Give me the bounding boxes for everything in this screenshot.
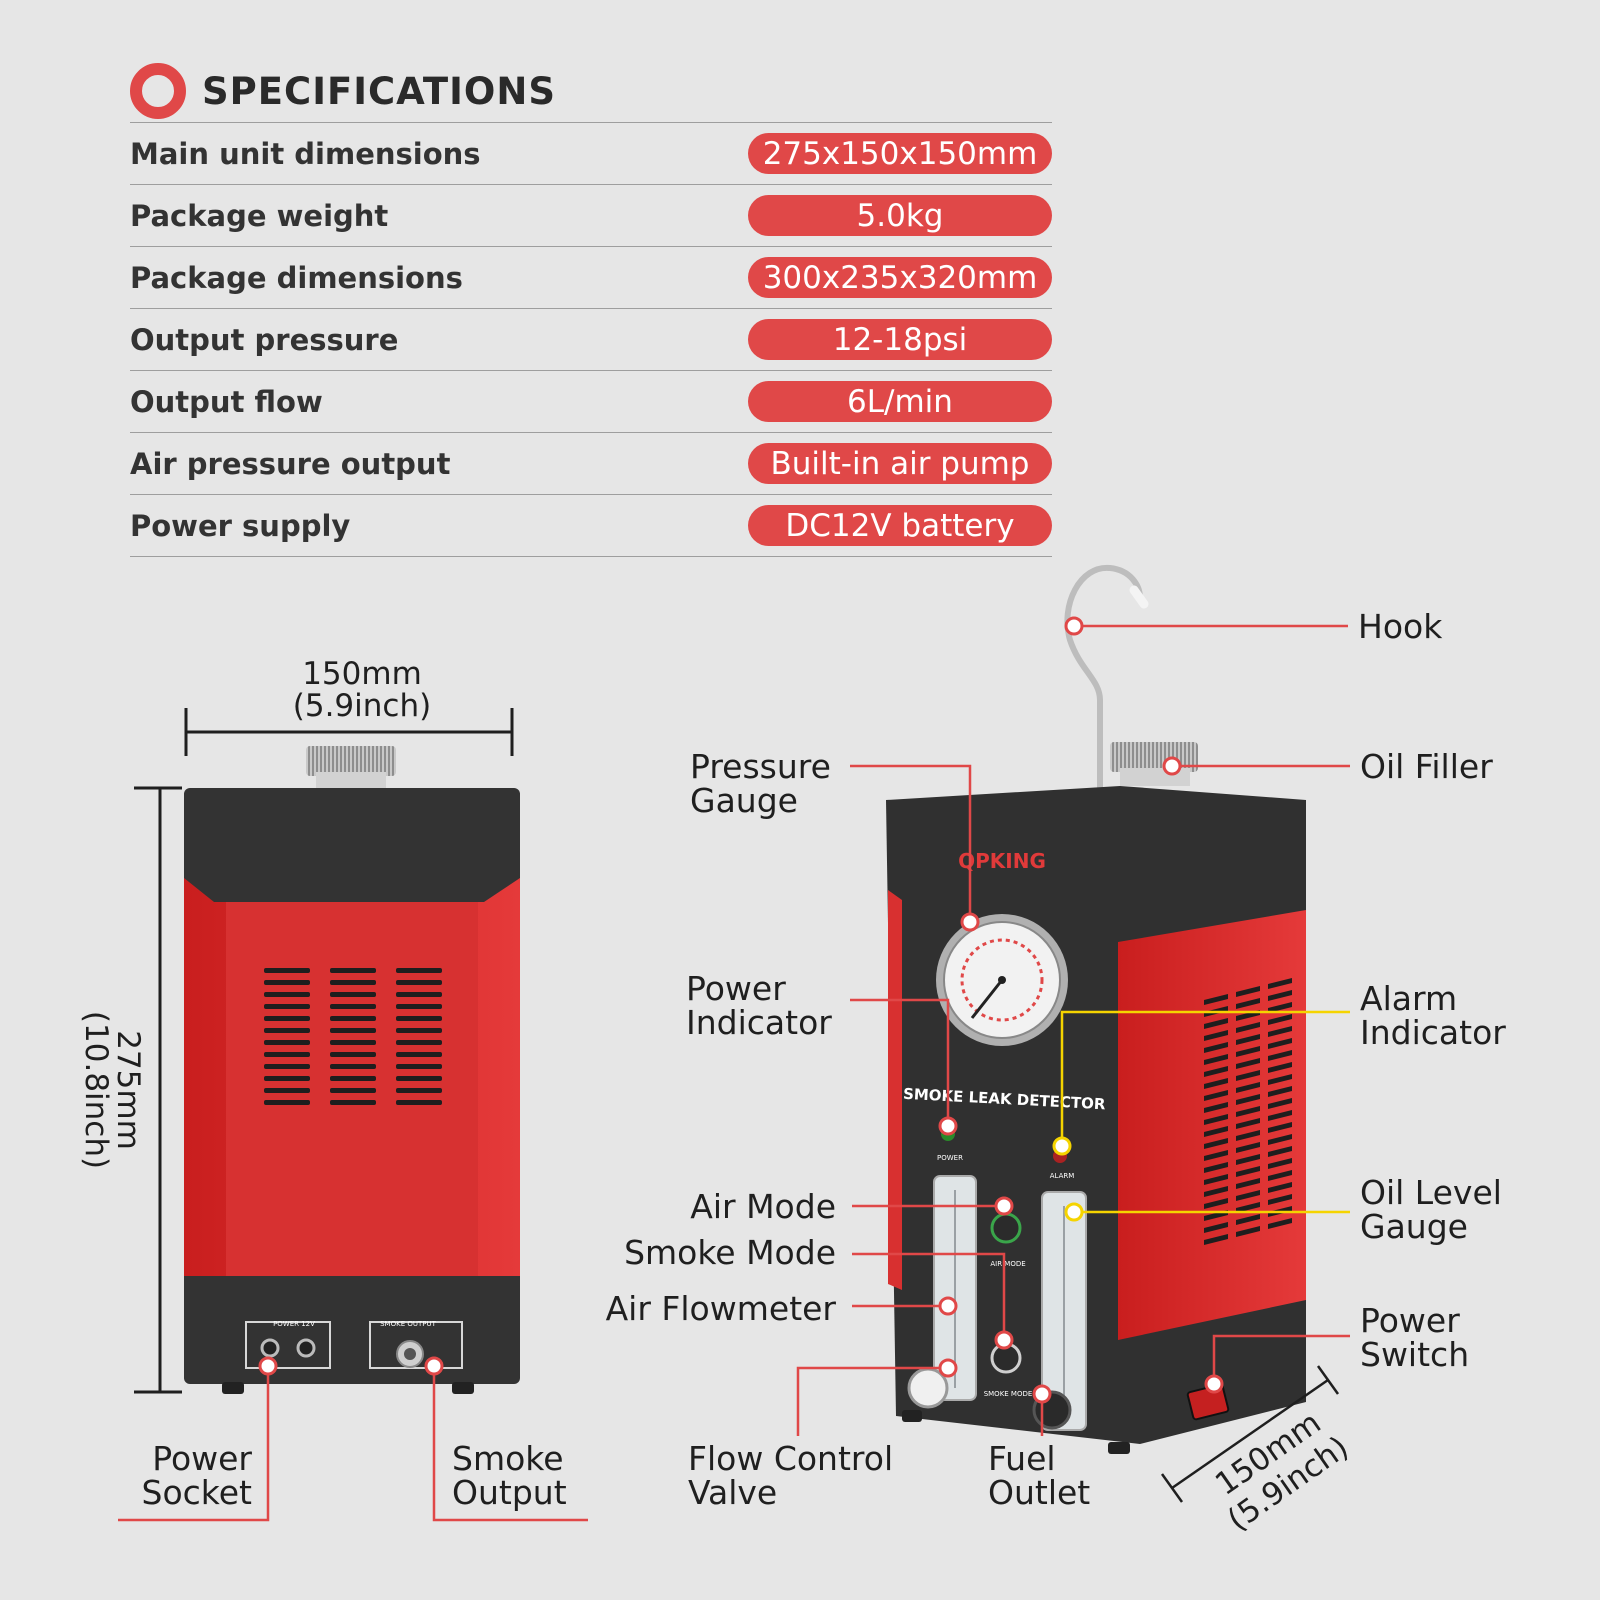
- spec-value: 12-18psi: [748, 319, 1052, 360]
- callout-power-socket: Power Socket: [118, 1356, 278, 1522]
- power-socket: [260, 1338, 280, 1358]
- spec-value: DC12V battery: [748, 505, 1052, 546]
- power-indicator-label-1: Power: [686, 969, 786, 1008]
- power-port-label: POWER 12V: [273, 1320, 315, 1328]
- spec-value: 275x150x150mm: [748, 133, 1052, 174]
- callout-oil-level-gauge: Oil Level Gauge: [1064, 1173, 1502, 1246]
- width-in-label: (5.9inch): [293, 688, 431, 724]
- callout-air-mode: Air Mode: [690, 1187, 1014, 1226]
- spec-value: Built-in air pump: [748, 443, 1052, 484]
- power-indicator-label-2: Indicator: [686, 1003, 832, 1042]
- side-red-panel: [1118, 910, 1306, 1340]
- callout-smoke-mode: Smoke Mode: [624, 1233, 1014, 1350]
- filler-cap: [306, 746, 396, 776]
- spec-label: Output flow: [130, 384, 323, 419]
- smoke-port-label: SMOKE OUTPUT: [380, 1320, 436, 1328]
- oil-level-label-2: Gauge: [1360, 1207, 1468, 1246]
- height-mm-label: 275mm: [110, 1030, 146, 1150]
- brand-logo: QPKING: [958, 849, 1046, 873]
- flow-control-label-2: Valve: [688, 1473, 777, 1512]
- hook: [1064, 564, 1143, 790]
- back-vents: [264, 968, 442, 1105]
- width-dimension: 150mm (5.9inch): [184, 656, 514, 756]
- alarm-led-label: ALARM: [1050, 1172, 1075, 1180]
- specifications-title: SPECIFICATIONS: [202, 69, 556, 113]
- height-in-label: (10.8inch): [78, 1011, 114, 1169]
- smoke-output-label-2: Output: [452, 1473, 567, 1512]
- air-flowmeter-label: Air Flowmeter: [606, 1289, 837, 1328]
- specifications-table: Main unit dimensions 275x150x150mm Packa…: [130, 122, 1052, 557]
- fuel-outlet-label-1: Fuel: [988, 1439, 1056, 1478]
- power-switch[interactable]: [1186, 1383, 1230, 1421]
- power-switch-label-1: Power: [1360, 1301, 1460, 1340]
- back-view: 150mm (5.9inch) 275mm (10.8inch): [78, 656, 588, 1522]
- pressure-gauge-label-1: Pressure: [690, 747, 831, 786]
- oil-filler-label: Oil Filler: [1360, 747, 1493, 786]
- spec-value: 5.0kg: [748, 195, 1052, 236]
- spec-row: Power supply DC12V battery: [130, 495, 1052, 557]
- callout-air-flowmeter: Air Flowmeter: [606, 1289, 958, 1328]
- spec-row: Output flow 6L/min: [130, 371, 1052, 433]
- specifications-panel: SPECIFICATIONS Main unit dimensions 275x…: [130, 60, 1052, 557]
- callout-pressure-gauge: Pressure Gauge: [690, 747, 980, 932]
- callout-alarm-indicator: Alarm Indicator: [1052, 979, 1506, 1156]
- width-mm-label: 150mm: [302, 656, 422, 692]
- pressure-gauge-label-2: Gauge: [690, 781, 798, 820]
- spec-label: Package dimensions: [130, 260, 463, 295]
- front-view: QPKING SMOKE LEAK DETECTOR POWER ALARM A…: [606, 564, 1506, 1538]
- power-socket-label-1: Power: [152, 1439, 252, 1478]
- pressure-gauge: [936, 914, 1068, 1046]
- specifications-header: SPECIFICATIONS: [130, 60, 1052, 122]
- spec-label: Power supply: [130, 508, 351, 543]
- air-mode-label: Air Mode: [690, 1187, 836, 1226]
- callout-oil-filler: Oil Filler: [1162, 747, 1493, 786]
- smoke-mode-label: Smoke Mode: [624, 1233, 836, 1272]
- power-switch-label-2: Switch: [1360, 1335, 1469, 1374]
- callout-power-indicator: Power Indicator: [686, 969, 958, 1136]
- smoke-mode-text: SMOKE MODE: [984, 1390, 1033, 1398]
- spec-row: Main unit dimensions 275x150x150mm: [130, 123, 1052, 185]
- oil-level-label-1: Oil Level: [1360, 1173, 1502, 1212]
- side-vents: [1204, 978, 1292, 1245]
- power-led-label: POWER: [937, 1154, 963, 1162]
- spec-label: Output pressure: [130, 322, 399, 357]
- alarm-indicator-label-1: Alarm: [1360, 979, 1457, 1018]
- smoke-port-plate: [369, 1321, 463, 1369]
- alarm-indicator-label-2: Indicator: [1360, 1013, 1506, 1052]
- callout-power-switch: Power Switch: [1204, 1301, 1469, 1394]
- smoke-output-label-1: Smoke: [452, 1439, 564, 1478]
- air-mode-button[interactable]: [990, 1212, 1022, 1244]
- spec-row: Output pressure 12-18psi: [130, 309, 1052, 371]
- spec-label: Main unit dimensions: [130, 136, 481, 171]
- fuel-outlet-label-2: Outlet: [988, 1473, 1090, 1512]
- spec-label: Package weight: [130, 198, 389, 233]
- spec-value: 6L/min: [748, 381, 1052, 422]
- power-port-plate: [245, 1321, 331, 1369]
- hook-label: Hook: [1358, 607, 1443, 646]
- spec-value: 300x235x320mm: [748, 257, 1052, 298]
- callout-hook: Hook: [1064, 607, 1443, 646]
- height-dimension: 275mm (10.8inch): [78, 786, 182, 1394]
- power-socket-label-2: Socket: [142, 1473, 253, 1512]
- flow-control-label-1: Flow Control: [688, 1439, 893, 1478]
- callout-smoke-output: Smoke Output: [424, 1356, 588, 1522]
- callout-fuel-outlet: Fuel Outlet: [988, 1384, 1090, 1512]
- spec-row: Air pressure output Built-in air pump: [130, 433, 1052, 495]
- callout-flow-control-valve: Flow Control Valve: [688, 1358, 958, 1512]
- spec-row: Package dimensions 300x235x320mm: [130, 247, 1052, 309]
- air-mode-text: AIR MODE: [990, 1260, 1025, 1268]
- spec-row: Package weight 5.0kg: [130, 185, 1052, 247]
- spec-label: Air pressure output: [130, 446, 451, 481]
- oil-filler-cap: [1110, 742, 1198, 772]
